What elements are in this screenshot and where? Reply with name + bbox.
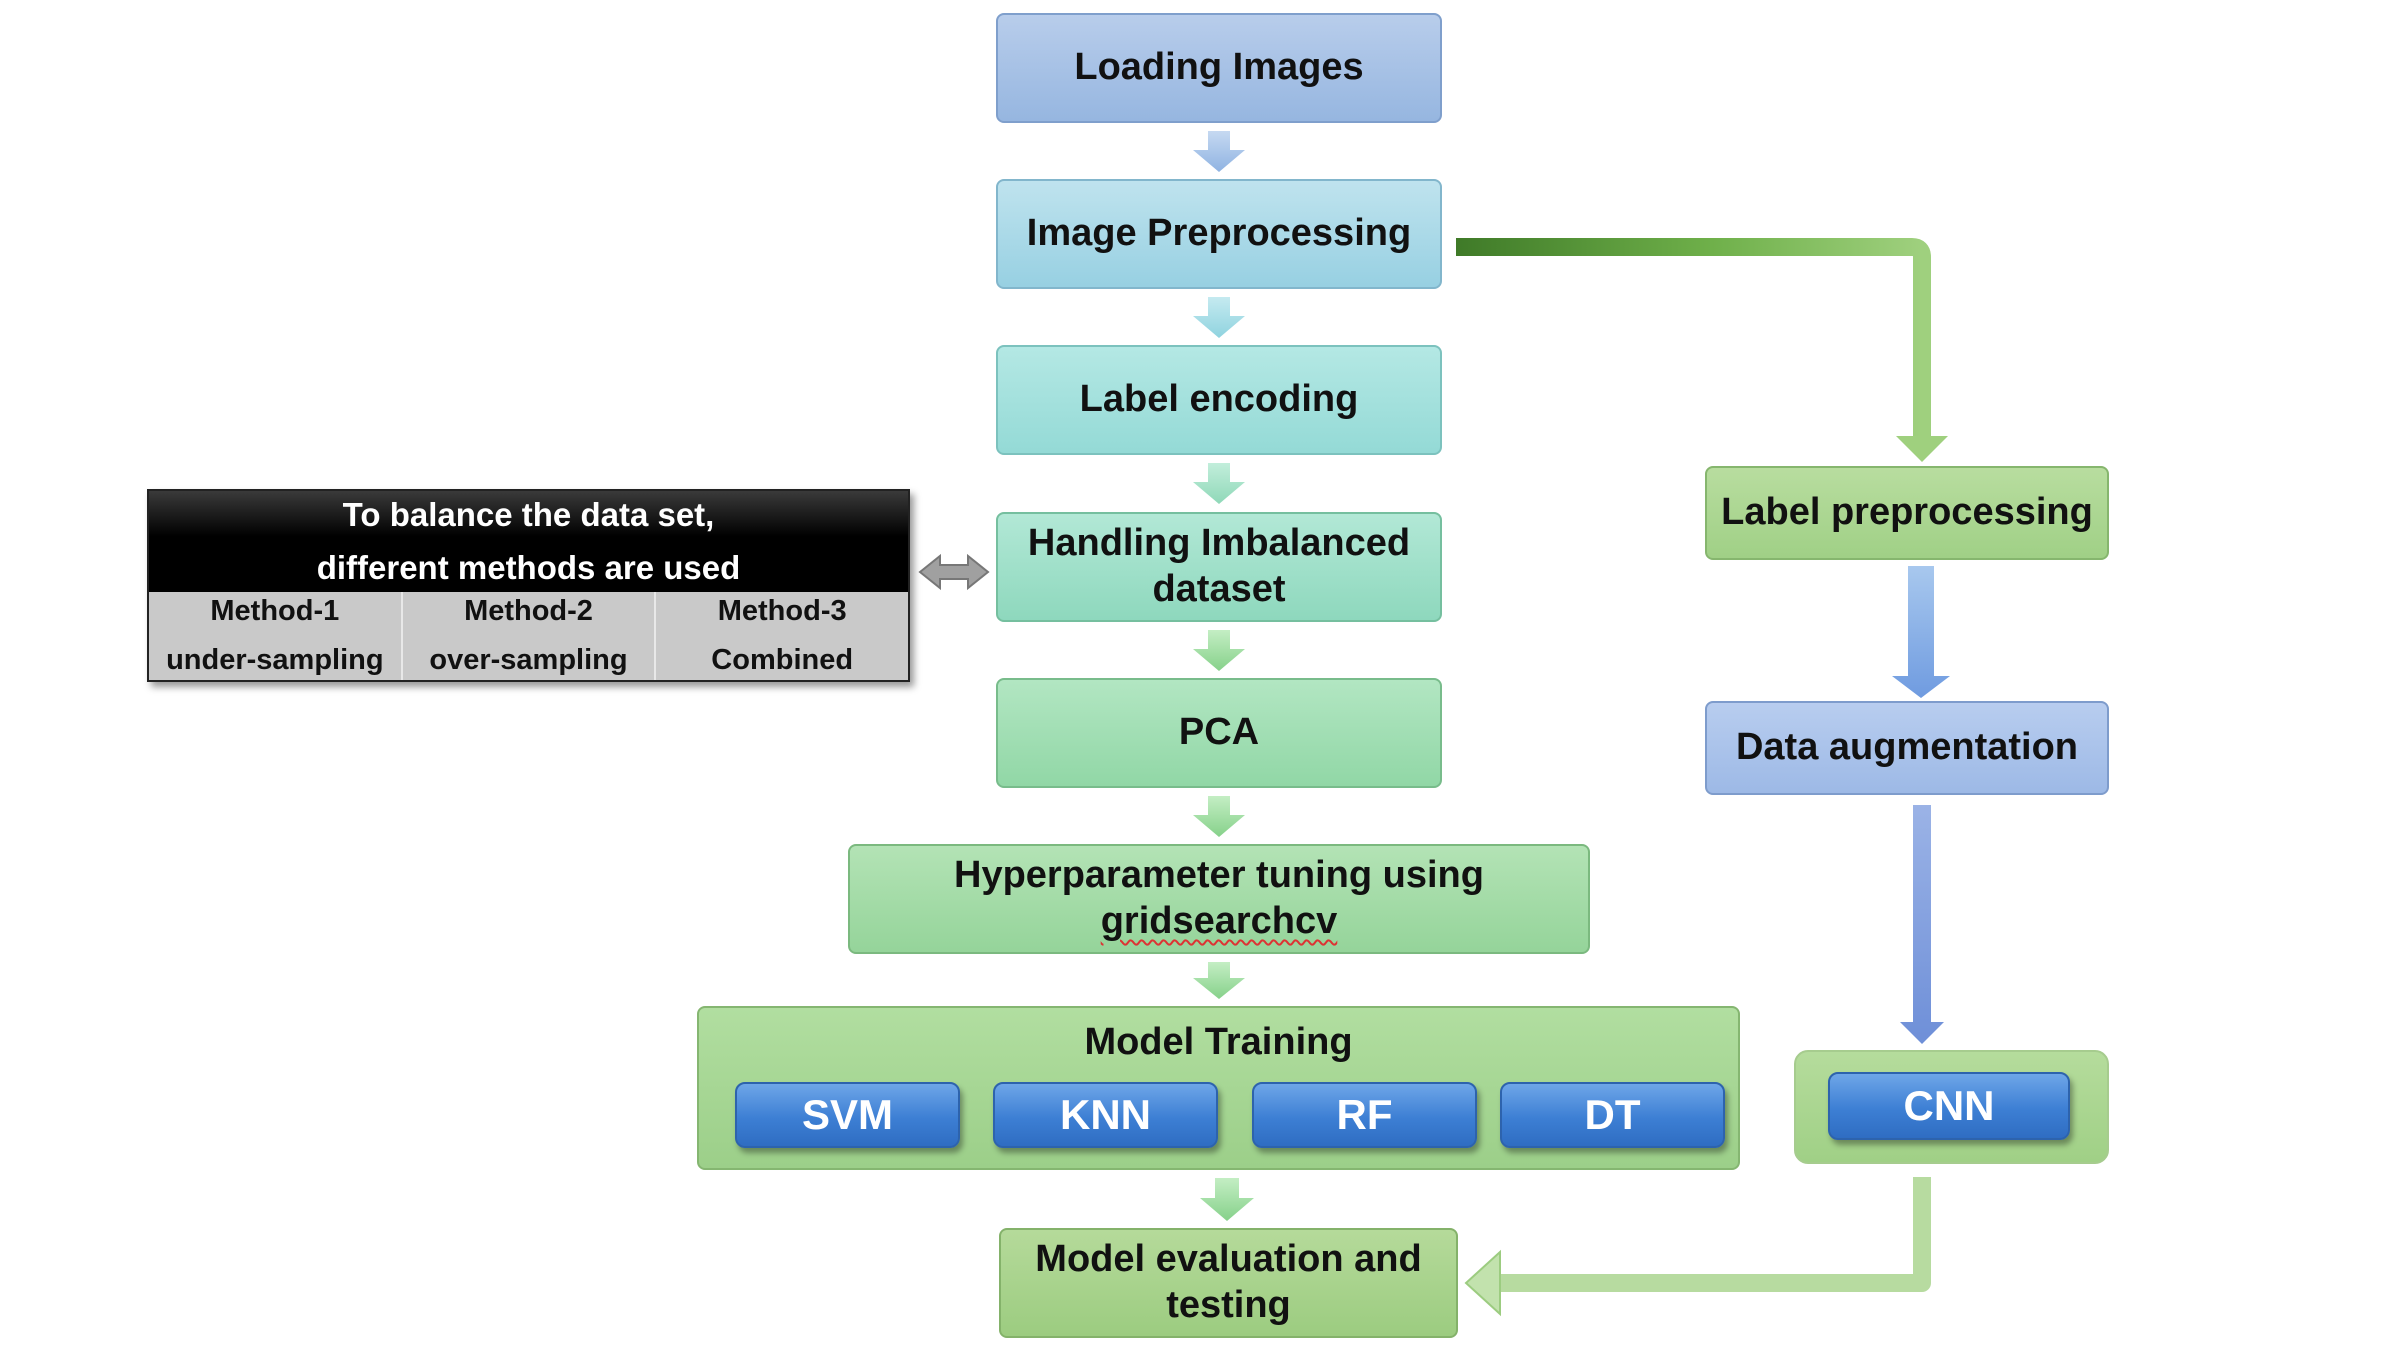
branch-arrowhead-label-preprocessing	[1896, 436, 1948, 462]
cnn-button[interactable]: CNN	[1828, 1072, 2070, 1140]
balance-title-line2: different methods are used	[316, 548, 741, 586]
flow-arrow-3	[1193, 463, 1245, 504]
dt-button[interactable]: DT	[1500, 1082, 1725, 1148]
svm-button[interactable]: SVM	[735, 1082, 960, 1148]
balance-methods-table: To balance the data set, different metho…	[147, 489, 910, 682]
pca-label: PCA	[1178, 711, 1260, 754]
handling-imbalanced-box: Handling Imbalanced dataset	[996, 512, 1442, 622]
label-encoding-box: Label encoding	[996, 345, 1442, 455]
hyperparameter-line2: gridsearchcv	[1100, 900, 1338, 942]
method-3-name: Method-3	[717, 594, 847, 627]
knn-button[interactable]: KNN	[993, 1082, 1218, 1148]
branch-connector-top	[1456, 238, 1931, 438]
handling-imbalanced-line2: dataset	[1152, 568, 1286, 610]
double-arrow-balance-link	[918, 553, 990, 591]
method-3-desc: Combined	[711, 644, 854, 676]
arrow-to-data-augmentation	[1892, 566, 1950, 698]
flow-arrow-1	[1193, 131, 1245, 172]
method-2-desc: over-sampling	[429, 644, 628, 676]
flow-arrow-7	[1200, 1178, 1254, 1221]
arrow-to-cnn	[1900, 805, 1944, 1044]
image-preprocessing-label: Image Preprocessing	[1026, 212, 1412, 255]
method-1-cell: Method-1 under-sampling	[149, 592, 403, 680]
rf-button[interactable]: RF	[1252, 1082, 1477, 1148]
method-2-cell: Method-2 over-sampling	[403, 592, 657, 680]
model-evaluation-line1: Model evaluation and	[1035, 1238, 1422, 1281]
hyperparameter-line1: Hyperparameter tuning using	[954, 854, 1484, 897]
balance-title-line1: To balance the data set,	[342, 495, 715, 533]
image-preprocessing-box: Image Preprocessing	[996, 179, 1442, 289]
data-augmentation-label: Data augmentation	[1735, 726, 2079, 769]
model-training-label: Model Training	[1084, 1021, 1353, 1063]
flow-arrow-4	[1193, 630, 1245, 671]
model-evaluation-line2: testing	[1166, 1284, 1291, 1326]
data-augmentation-box: Data augmentation	[1705, 701, 2109, 795]
method-1-name: Method-1	[210, 594, 340, 627]
label-encoding-label: Label encoding	[1079, 378, 1359, 421]
method-3-cell: Method-3 Combined	[656, 592, 908, 680]
method-2-name: Method-2	[464, 594, 593, 627]
loading-images-label: Loading Images	[1074, 46, 1364, 89]
label-preprocessing-box: Label preprocessing	[1705, 466, 2109, 560]
flow-arrow-5	[1193, 796, 1245, 837]
loading-images-box: Loading Images	[996, 13, 1442, 123]
label-preprocessing-label: Label preprocessing	[1721, 491, 2093, 534]
balance-header: To balance the data set, different metho…	[149, 491, 908, 592]
flow-arrow-2	[1193, 297, 1245, 338]
hyperparameter-tuning-box: Hyperparameter tuning using gridsearchcv	[848, 844, 1590, 954]
method-1-desc: under-sampling	[166, 644, 384, 676]
model-evaluation-box: Model evaluation and testing	[999, 1228, 1458, 1338]
arrowhead-evaluation	[1464, 1249, 1501, 1317]
flow-arrow-6	[1193, 962, 1245, 999]
balance-methods-row: Method-1 under-sampling Method-2 over-sa…	[149, 592, 908, 680]
connector-cnn-to-evaluation	[1496, 1177, 1931, 1292]
pca-box: PCA	[996, 678, 1442, 788]
handling-imbalanced-line1: Handling Imbalanced	[1027, 522, 1411, 565]
